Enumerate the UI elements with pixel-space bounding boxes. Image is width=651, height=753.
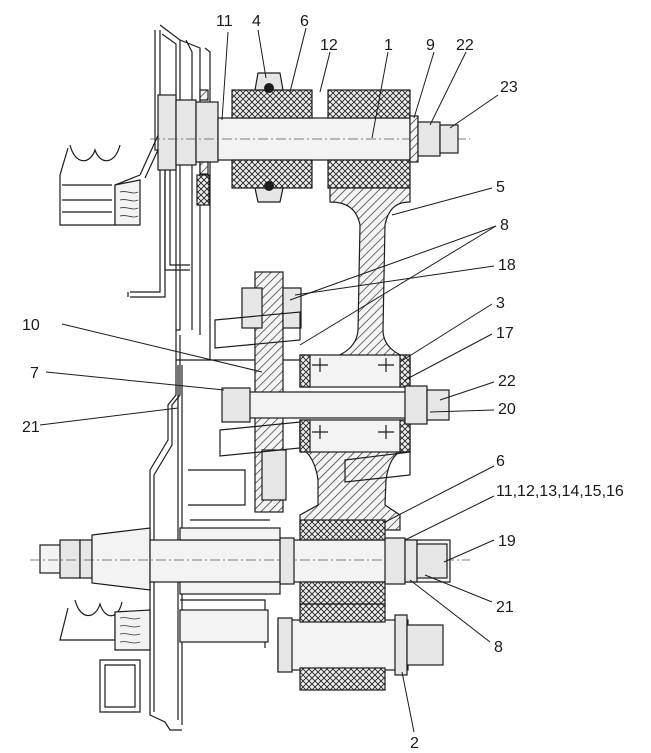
- callout-11: 11: [216, 13, 233, 30]
- callout-9: 9: [426, 37, 435, 54]
- callout-3: 3: [496, 295, 505, 312]
- callout-22-top: 22: [456, 37, 474, 54]
- callout-10: 10: [22, 317, 40, 334]
- callout-18: 18: [498, 257, 516, 274]
- callout-2: 2: [410, 735, 419, 752]
- callout-23: 23: [500, 79, 518, 96]
- callout-1: 1: [384, 37, 393, 54]
- callout-5: 5: [496, 179, 505, 196]
- lower-sprocket-assembly: [59, 599, 269, 713]
- callout-6-top: 6: [300, 13, 309, 30]
- lower-idler-gear: [277, 603, 444, 691]
- callout-21-left: 21: [22, 419, 40, 436]
- callout-20: 20: [498, 401, 516, 418]
- callout-7: 7: [30, 365, 39, 382]
- callout-17: 17: [496, 325, 514, 342]
- middle-assembly: [188, 271, 450, 513]
- callout-8-bottom: 8: [494, 639, 503, 656]
- callout-21-right: 21: [496, 599, 514, 616]
- callout-12: 12: [320, 37, 338, 54]
- lower-shaft: [30, 519, 470, 648]
- upper-sprocket-assembly: [59, 89, 219, 271]
- callout-22-mid: 22: [498, 373, 516, 390]
- callout-11-16-group: 11,12,13,14,15,16: [496, 483, 624, 500]
- upper-shaft: [150, 72, 470, 203]
- leader-lines: [39, 27, 499, 733]
- callout-8-top: 8: [500, 217, 509, 234]
- callout-4: 4: [252, 13, 261, 30]
- carrier-body: [299, 187, 411, 531]
- callout-6-mid: 6: [496, 453, 505, 470]
- callout-labels: 11 4 6 12 1 9 22 23 5 8 18 3 17 10 7 21 …: [22, 13, 624, 752]
- callout-19: 19: [498, 533, 516, 550]
